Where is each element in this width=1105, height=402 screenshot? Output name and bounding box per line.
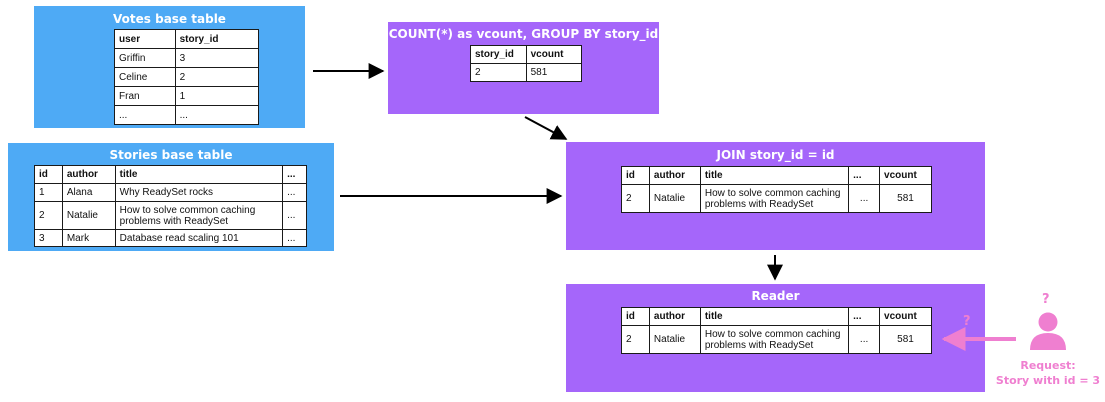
- join-box-title: JOIN story_id = id: [716, 148, 835, 162]
- table-row: 2 Natalie How to solve common caching pr…: [34, 201, 307, 230]
- votes-table: user story_id Griffin 3 Celine 2 Fran 1 …: [114, 29, 260, 125]
- table-cell: How to solve common caching problems wit…: [699, 184, 850, 213]
- request-label: Request: Story with id = 3: [993, 358, 1103, 388]
- table-cell: 2: [621, 325, 650, 354]
- reader-table: id author title ... vcount 2 Natalie How…: [621, 307, 932, 354]
- count-table: story_id vcount 2 581: [470, 45, 583, 82]
- votes-base-table-box: Votes base table user story_id Griffin 3…: [34, 6, 305, 128]
- table-cell: ...: [848, 184, 881, 213]
- reader-box: Reader id author title ... vcount 2 Nata…: [566, 284, 985, 392]
- table-cell: Natalie: [648, 184, 701, 213]
- arrow-count-to-join: [524, 116, 568, 140]
- reader-box-title: Reader: [751, 289, 800, 303]
- table-cell: How to solve common caching problems wit…: [699, 325, 850, 354]
- table-row: 2 581: [470, 63, 583, 82]
- count-group-by-box: COUNT(*) as vcount, GROUP BY story_id st…: [388, 22, 659, 114]
- table-row: 2 Natalie How to solve common caching pr…: [621, 325, 932, 354]
- count-box-title: COUNT(*) as vcount, GROUP BY story_id: [388, 27, 659, 41]
- request-label-line1: Request:: [1020, 359, 1076, 372]
- table-cell: 2: [34, 201, 63, 230]
- table-row: Griffin 3: [114, 48, 260, 68]
- table-cell: ...: [282, 183, 307, 202]
- table-cell: ...: [174, 105, 260, 125]
- table-row: ... ...: [114, 105, 260, 125]
- stories-table: id author title ... 1 Alana Why ReadySet…: [34, 165, 307, 247]
- table-cell: ...: [282, 229, 307, 247]
- request-question-top: ?: [1042, 292, 1050, 307]
- table-cell: Database read scaling 101: [114, 229, 284, 247]
- join-table: id author title ... vcount 2 Natalie How…: [621, 166, 932, 213]
- table-row: Fran 1: [114, 86, 260, 106]
- table-cell: 581: [879, 325, 932, 354]
- user-icon: [1030, 312, 1066, 350]
- table-cell: 2: [621, 184, 650, 213]
- table-cell: Natalie: [61, 201, 116, 230]
- votes-table-title: Votes base table: [113, 12, 226, 26]
- table-cell: 581: [525, 63, 583, 82]
- table-row: 1 Alana Why ReadySet rocks ...: [34, 183, 307, 202]
- table-cell: How to solve common caching problems wit…: [114, 201, 284, 230]
- table-row: 3 Mark Database read scaling 101 ...: [34, 229, 307, 247]
- request-question-arrow: ?: [963, 314, 971, 329]
- request-label-line2: Story with id = 3: [995, 374, 1101, 387]
- table-row: 2 Natalie How to solve common caching pr…: [621, 184, 932, 213]
- stories-table-title: Stories base table: [109, 148, 233, 162]
- table-cell: 581: [879, 184, 932, 213]
- table-cell: Natalie: [648, 325, 701, 354]
- join-box: JOIN story_id = id id author title ... v…: [566, 142, 985, 250]
- stories-base-table-box: Stories base table id author title ... 1…: [8, 143, 334, 251]
- table-cell: ...: [848, 325, 881, 354]
